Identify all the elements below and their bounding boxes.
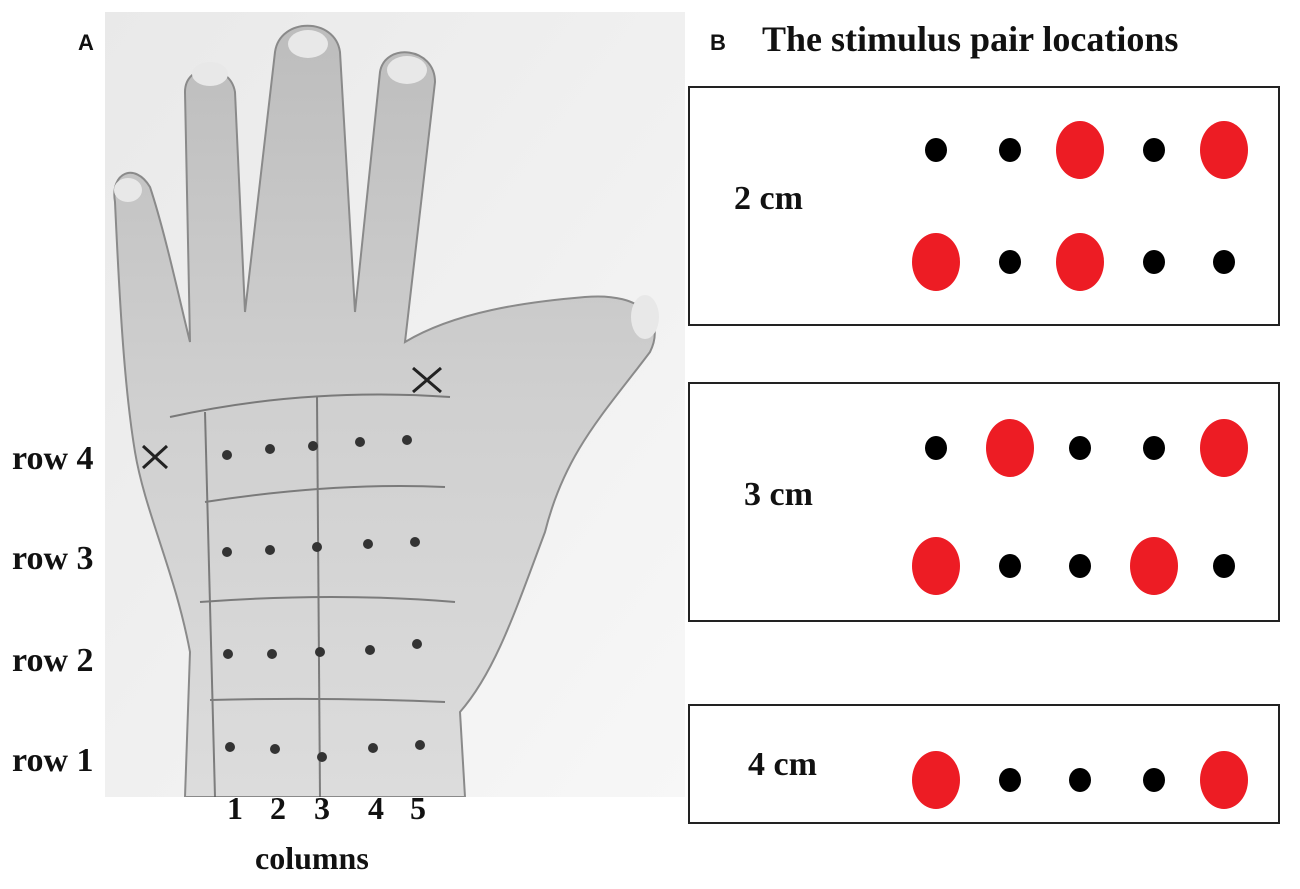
row-label-2: row 2 [12, 642, 94, 679]
row-label-1: row 1 [12, 742, 94, 779]
location-dot-black [925, 138, 947, 162]
fingernail [288, 30, 328, 58]
hand-dot [222, 450, 232, 460]
row-label-3: row 3 [12, 540, 94, 577]
column-number-4: 4 [368, 790, 384, 826]
column-number-5: 5 [410, 790, 426, 826]
hand-dot [368, 743, 378, 753]
location-dot-black [1143, 768, 1165, 792]
row-label-4: row 4 [12, 440, 94, 477]
panel-b-title: The stimulus pair locations [762, 19, 1179, 59]
stimulus-dot-red [912, 233, 960, 291]
hand-dot [265, 444, 275, 454]
hand-dot [267, 649, 277, 659]
stimulus-dot-red [1056, 121, 1104, 179]
location-dot-black [1069, 768, 1091, 792]
hand-dot [315, 647, 325, 657]
hand-dot [265, 545, 275, 555]
distance-box-4cm: 4 cm [688, 704, 1280, 824]
panel-a-letter: A [78, 30, 94, 55]
distance-label: 3 cm [744, 476, 813, 513]
location-dot-black [1069, 436, 1091, 460]
stimulus-dot-red [1056, 233, 1104, 291]
columns-label: columns [255, 840, 369, 876]
location-dot-black [1069, 554, 1091, 578]
hand-dot [225, 742, 235, 752]
stimulus-dot-red [1130, 537, 1178, 595]
x-mark [412, 366, 442, 394]
location-dot-black [999, 554, 1021, 578]
location-dot-black [999, 250, 1021, 274]
hand-dot [317, 752, 327, 762]
x-mark [141, 444, 169, 470]
distance-box-3cm: 3 cm [688, 382, 1280, 622]
location-dot-black [1143, 138, 1165, 162]
fingernail [114, 178, 142, 202]
stimulus-dot-red [1200, 751, 1248, 809]
fingernail [387, 56, 427, 84]
hand-dot [312, 542, 322, 552]
location-dot-black [999, 768, 1021, 792]
location-dot-black [999, 138, 1021, 162]
location-dot-black [1213, 554, 1235, 578]
grid-lines [169, 393, 456, 797]
hand-dot [402, 435, 412, 445]
hand-dot [363, 539, 373, 549]
stimulus-dot-red [912, 537, 960, 595]
location-dot-black [1213, 250, 1235, 274]
location-dot-black [1143, 436, 1165, 460]
stimulus-dot-red [1200, 419, 1248, 477]
column-number-1: 1 [227, 790, 243, 826]
fingernail [192, 62, 228, 86]
hand-dot [222, 547, 232, 557]
location-dot-black [1143, 250, 1165, 274]
hand-dot [410, 537, 420, 547]
stimulus-dot-red [1200, 121, 1248, 179]
hand-photo [105, 12, 685, 797]
hand-dot [365, 645, 375, 655]
stimulus-dot-red [912, 751, 960, 809]
hand-dot-grid [222, 435, 425, 762]
location-dot-black [925, 436, 947, 460]
distance-label: 2 cm [734, 180, 803, 217]
hand-dot [308, 441, 318, 451]
distance-box-2cm: 2 cm [688, 86, 1280, 326]
column-number-3: 3 [314, 790, 330, 826]
distance-label: 4 cm [748, 746, 817, 783]
hand-dot [412, 639, 422, 649]
hand-dot [270, 744, 280, 754]
stimulus-dot-red [986, 419, 1034, 477]
hand-dot [223, 649, 233, 659]
panel-b-letter: B [710, 30, 726, 55]
column-number-2: 2 [270, 790, 286, 826]
hand-dot [415, 740, 425, 750]
thumbnail [631, 295, 659, 339]
hand-dot [355, 437, 365, 447]
